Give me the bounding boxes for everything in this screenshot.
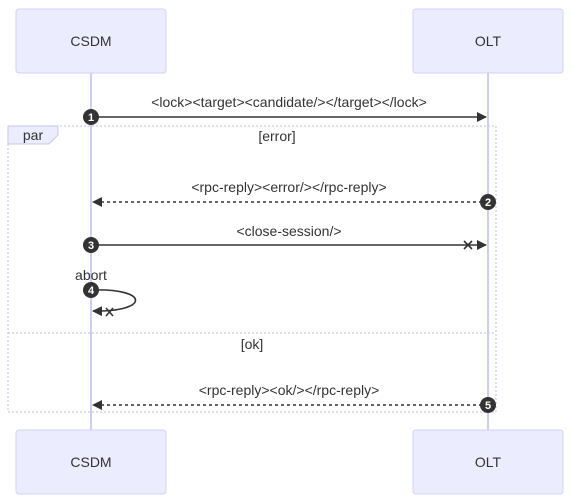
message-4-badge: [83, 282, 99, 298]
actor-csdm-top-label: CSDM: [70, 33, 111, 49]
message-1-label: <lock><target><candidate/></target></loc…: [151, 94, 427, 110]
message-3-label: <close-session/>: [236, 223, 341, 239]
actor-csdm-bottom-label: CSDM: [70, 454, 111, 470]
message-4: abort 4: [75, 267, 137, 317]
message-5: <rpc-reply><ok/></rpc-reply> 5: [92, 382, 496, 413]
condition-ok: [ok]: [241, 336, 264, 352]
actor-olt-top: OLT: [412, 8, 564, 74]
message-1-number: 1: [88, 112, 94, 124]
message-2: <rpc-reply><error/></rpc-reply> 2: [92, 179, 496, 210]
actor-olt-bottom-label: OLT: [475, 454, 502, 470]
message-1-badge: [83, 109, 99, 125]
message-5-label: <rpc-reply><ok/></rpc-reply>: [199, 382, 380, 398]
message-3-number: 3: [88, 240, 94, 252]
message-2-number: 2: [485, 197, 491, 209]
message-3-badge: [83, 237, 99, 253]
message-5-badge: [480, 397, 496, 413]
message-5-number: 5: [485, 400, 491, 412]
message-3: <close-session/> 3: [83, 223, 487, 253]
message-3-cross-icon: [463, 240, 473, 250]
message-2-label: <rpc-reply><error/></rpc-reply>: [191, 179, 386, 195]
condition-error: [error]: [258, 128, 295, 144]
message-2-badge: [480, 194, 496, 210]
actor-csdm-top: CSDM: [15, 8, 167, 74]
message-4-cross-icon: [105, 307, 114, 317]
message-4-label: abort: [75, 267, 107, 283]
actor-olt-top-label: OLT: [475, 33, 502, 49]
message-1: <lock><target><candidate/></target></loc…: [83, 94, 487, 125]
par-frame: par [error] [ok]: [7, 125, 497, 413]
par-label: par: [23, 127, 44, 143]
actor-olt-bottom: OLT: [412, 429, 564, 495]
actor-csdm-bottom: CSDM: [15, 429, 167, 495]
message-4-number: 4: [88, 285, 95, 297]
message-4-arrow: [90, 289, 137, 317]
